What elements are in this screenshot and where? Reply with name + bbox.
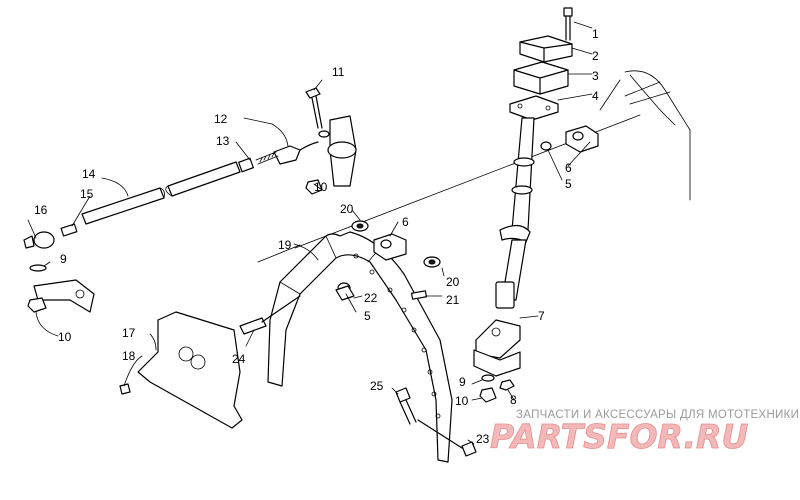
callout-18: 18 [122, 349, 136, 363]
watermark-logo: PARTSFOR.RU [490, 417, 748, 456]
screw-18 [119, 383, 131, 395]
shield-panel [119, 311, 243, 429]
callout-10b: 10 [58, 330, 72, 344]
callout-1: 1 [592, 27, 599, 41]
bolt-21 [410, 290, 428, 300]
callout-13: 13 [216, 134, 230, 148]
callout-16: 16 [34, 203, 48, 217]
callout-4: 4 [592, 89, 599, 103]
shield-17 [137, 311, 243, 429]
callout-20b: 20 [446, 275, 460, 289]
callout-17: 17 [122, 326, 136, 340]
callout-3: 3 [592, 69, 599, 83]
callout-15: 15 [80, 187, 94, 201]
bolt-25 [395, 387, 411, 403]
washer-9a [29, 264, 47, 272]
leader-lines [27, 21, 593, 445]
steering-arm-plate [473, 349, 521, 377]
callout-25: 25 [370, 379, 384, 393]
callout-6b: 6 [402, 215, 409, 229]
steering-post-upper [511, 117, 535, 231]
callout-21: 21 [446, 293, 460, 307]
callout-8: 8 [510, 393, 517, 407]
callout-22: 22 [364, 291, 378, 305]
callout-6a: 6 [565, 161, 572, 175]
steering-arm [475, 319, 521, 359]
callout-14: 14 [82, 167, 96, 181]
callout-12: 12 [214, 112, 228, 126]
lock-nut-10b [27, 297, 47, 313]
callout-10a: 10 [314, 180, 328, 194]
steering-post-assembly [473, 7, 599, 403]
bolt-head [563, 7, 573, 17]
handlebar-cap-upper [519, 35, 573, 63]
watermark-subtitle: ЗАПЧАСТИ И АКСЕССУАРЫ ДЛЯ МОТОТЕХНИКИ [516, 409, 799, 421]
ball-joint-16 [33, 231, 55, 249]
callout-20a: 20 [340, 202, 354, 216]
callout-11: 11 [332, 65, 345, 79]
tie-rod-assembly [23, 87, 357, 313]
hood-outline [599, 70, 691, 201]
lock-nut-10a [305, 179, 323, 195]
tie-rod-end-12 [273, 145, 301, 165]
mount-plate [509, 95, 559, 121]
callout-labels: 1 2 3 4 6 5 7 8 9 10 11 12 13 14 15 16 9… [34, 27, 599, 446]
callout-5b: 5 [364, 309, 371, 323]
watermark: ЗАПЧАСТИ И АКСЕССУАРЫ ДЛЯ МОТОТЕХНИКИ PA… [490, 409, 799, 456]
callout-9a: 9 [60, 252, 67, 266]
callout-5a: 5 [565, 177, 572, 191]
screw-23 [461, 441, 477, 457]
callout-23: 23 [476, 432, 490, 446]
post-sleeve [495, 281, 515, 309]
callout-9b: 9 [459, 375, 466, 389]
lock-nut-10c [479, 387, 497, 403]
callout-19: 19 [278, 238, 292, 252]
support-frame [267, 231, 453, 463]
callout-10c: 10 [455, 394, 469, 408]
clip-24 [239, 317, 267, 335]
washer-9b [481, 374, 495, 382]
callout-2: 2 [592, 49, 599, 63]
steering-support-frame [239, 220, 477, 463]
bushing-5a [540, 141, 552, 151]
tie-rod-14a [167, 161, 241, 197]
nut-22 [335, 285, 355, 301]
bolt-11 [305, 87, 321, 99]
tie-rod-14b [81, 187, 165, 225]
lock-nut-8 [499, 379, 515, 391]
callout-24: 24 [232, 352, 246, 366]
sleeve-15 [60, 223, 78, 237]
callout-7: 7 [538, 309, 545, 323]
